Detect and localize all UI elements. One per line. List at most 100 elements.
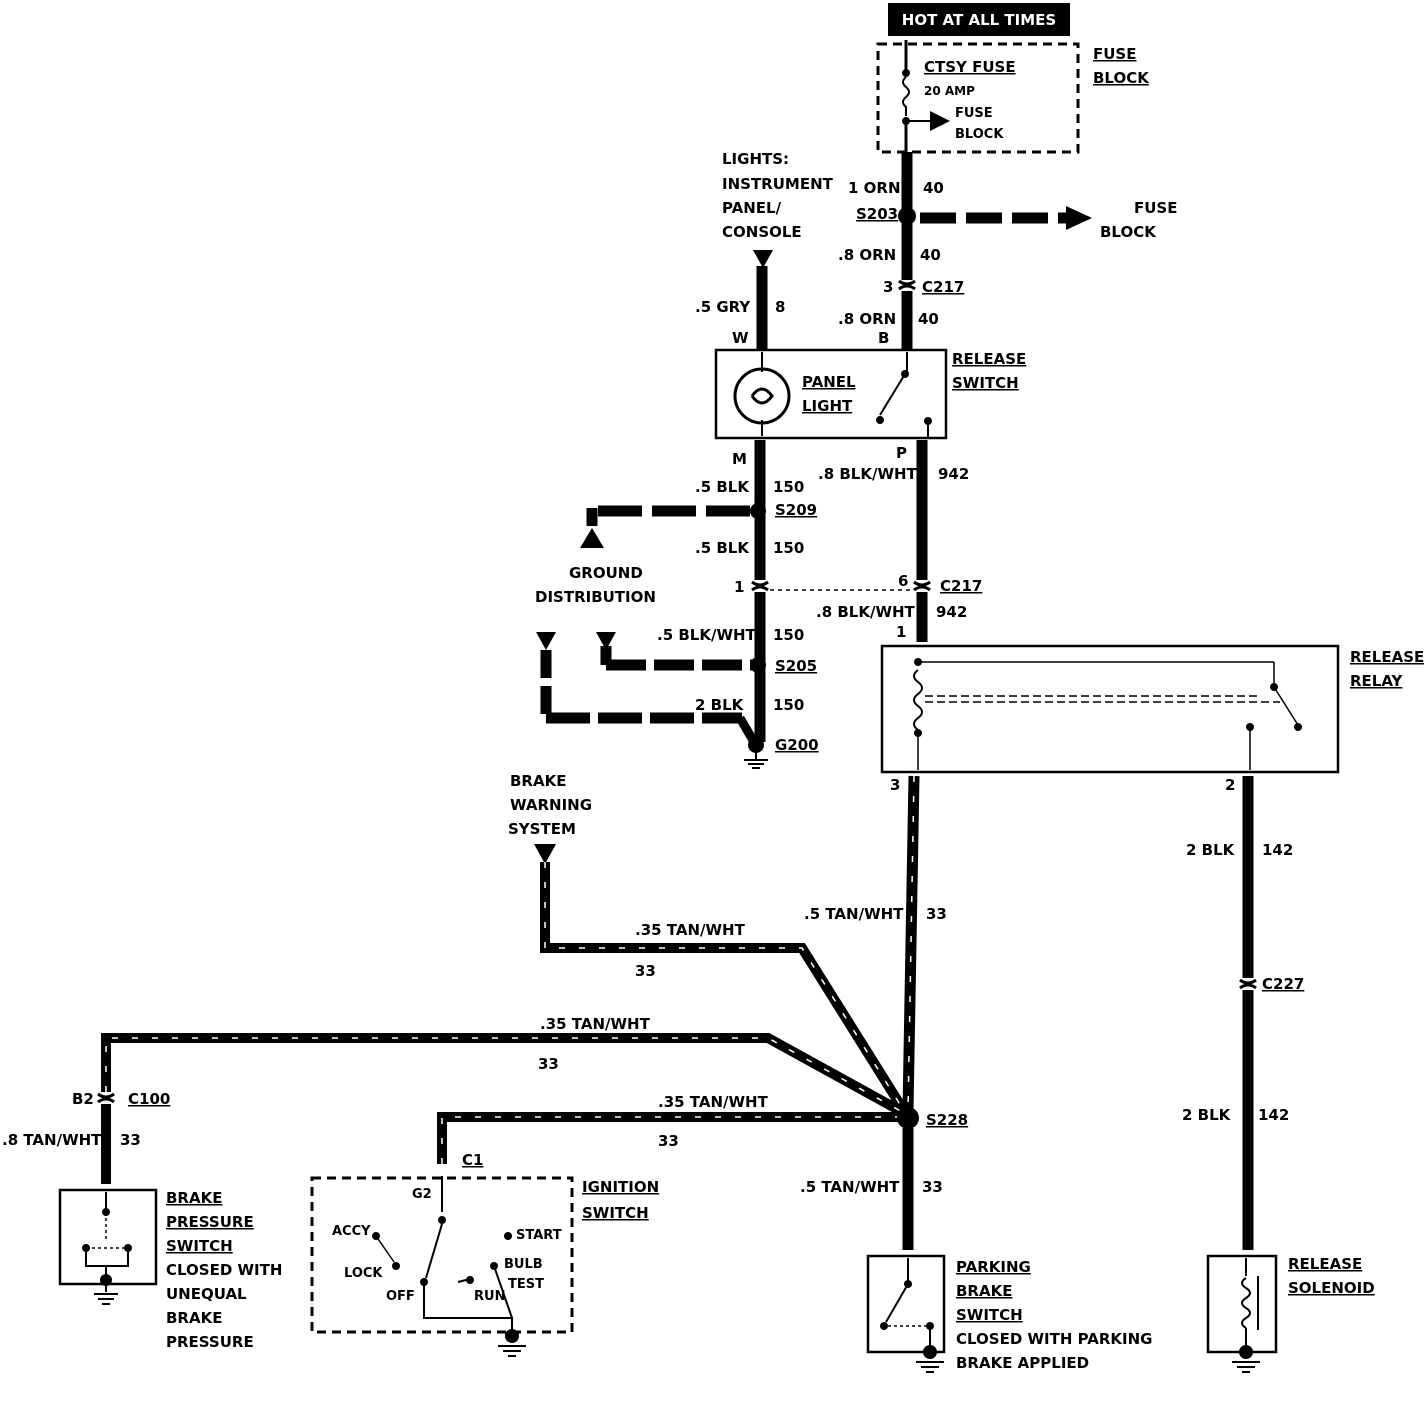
label-150-b: 150	[773, 539, 804, 557]
pressure-label-4: CLOSED WITH	[166, 1261, 282, 1279]
fuse-name: CTSY FUSE	[924, 58, 1016, 76]
pin-w: W	[732, 329, 749, 347]
release-switch-label-2: SWITCH	[952, 374, 1019, 392]
wire-circuit-942	[770, 440, 931, 642]
splice-s203-dot	[898, 207, 916, 225]
brake-pressure-switch	[58, 1188, 158, 1305]
label-c217-a: C217	[922, 278, 964, 296]
panel-light-label-1: PANEL	[802, 373, 856, 391]
label-942-b: 942	[936, 603, 967, 621]
ignition-label-2: SWITCH	[582, 1204, 649, 1222]
ignition-start: START	[516, 1228, 562, 1243]
parking-label-1: PARKING	[956, 1258, 1031, 1276]
release-solenoid	[1206, 1254, 1278, 1373]
label-142-a: 142	[1262, 841, 1293, 859]
label-s209: S209	[775, 501, 817, 519]
ignition-off: OFF	[386, 1289, 415, 1304]
label-40-b: 40	[920, 246, 941, 264]
label-c100: C100	[128, 1090, 170, 1108]
ignition-pin-g2: G2	[412, 1187, 432, 1202]
release-switch-label-1: RELEASE	[952, 350, 1026, 368]
fuse-block-ref-1: FUSE	[1134, 199, 1177, 217]
c217-b-pin-left: 1	[734, 578, 744, 596]
fuse-block: CTSY FUSE 20 AMP FUSE BLOCK FUSE BLOCK	[876, 40, 1150, 154]
label-5-gry: .5 GRY	[695, 298, 751, 316]
fuse-block-title-2: BLOCK	[1093, 69, 1150, 87]
lights-label-1: LIGHTS:	[722, 150, 789, 168]
fuse-symbol	[902, 76, 910, 116]
label-8: 8	[775, 298, 785, 316]
parking-label-5: BRAKE APPLIED	[956, 1354, 1089, 1372]
label-33-b: 33	[635, 962, 656, 980]
c100-pin-b2: B2	[72, 1090, 94, 1108]
brake-warning-label-2: WARNING	[510, 796, 592, 814]
label-c227: C227	[1262, 975, 1304, 993]
label-33-a: 33	[926, 905, 947, 923]
label-s228: S228	[926, 1111, 968, 1129]
pressure-label-2: PRESSURE	[166, 1213, 254, 1231]
label-2-blk-c: 2 BLK	[1182, 1106, 1232, 1124]
label-35-tan-wht-a: .35 TAN/WHT	[635, 921, 746, 939]
wire-circuit-40	[898, 152, 1092, 350]
fuse-block-title-1: FUSE	[1093, 45, 1136, 63]
pressure-label-3: SWITCH	[166, 1237, 233, 1255]
panel-light-bulb	[733, 367, 791, 425]
label-40-a: 40	[923, 179, 944, 197]
label-5-blk-a: .5 BLK	[695, 478, 750, 496]
pressure-label-6: BRAKE	[166, 1309, 222, 1327]
brake-warning-arrow	[534, 844, 556, 864]
label-s205: S205	[775, 657, 817, 675]
lights-label-2: INSTRUMENT	[722, 175, 834, 193]
label-33-e: 33	[120, 1131, 141, 1149]
parking-label-4: CLOSED WITH PARKING	[956, 1330, 1153, 1348]
pressure-label-7: PRESSURE	[166, 1333, 254, 1351]
label-8-orn-b: .8 ORN	[838, 310, 896, 328]
label-150-d: 150	[773, 696, 804, 714]
label-8-orn-a: .8 ORN	[838, 246, 896, 264]
relay-pin-2: 2	[1225, 776, 1235, 794]
label-33-d: 33	[658, 1132, 679, 1150]
ground-distribution-arrow	[580, 528, 604, 548]
wire-circuit-33	[97, 775, 920, 1250]
hot-at-all-times-label: HOT AT ALL TIMES	[902, 11, 1056, 29]
c217-b-pin-right: 6	[898, 572, 908, 590]
brake-warning-label-3: SYSTEM	[508, 820, 576, 838]
label-5-tan-wht-b: .5 TAN/WHT	[800, 1178, 900, 1196]
ignition-accy: ACCY	[332, 1224, 371, 1239]
panel-light-label-2: LIGHT	[802, 397, 853, 415]
label-150-a: 150	[773, 478, 804, 496]
wire-circuit-142	[1239, 776, 1257, 1250]
label-142-b: 142	[1258, 1106, 1289, 1124]
panel-module	[714, 348, 948, 440]
label-8-blk-wht-a: .8 BLK/WHT	[818, 465, 918, 483]
label-c217-pin-3: 3	[883, 278, 893, 296]
parking-label-3: SWITCH	[956, 1306, 1023, 1324]
relay-coil	[913, 669, 923, 731]
label-942-a: 942	[938, 465, 969, 483]
hot-at-all-times-banner: HOT AT ALL TIMES	[888, 3, 1070, 36]
fuse-block-ref-2: BLOCK	[1100, 223, 1157, 241]
label-2-blk-b: 2 BLK	[1186, 841, 1236, 859]
pressure-label-5: UNEQUAL	[166, 1285, 247, 1303]
ground-distribution-1: GROUND	[569, 564, 643, 582]
fuse-branch-1: FUSE	[955, 106, 993, 121]
lights-label-3: PANEL/	[722, 199, 782, 217]
ground-distribution-2: DISTRIBUTION	[535, 588, 656, 606]
label-c1: C1	[462, 1151, 483, 1169]
label-5-blk-b: .5 BLK	[695, 539, 750, 557]
fuse-block-arrow	[1066, 206, 1092, 230]
label-1-orn: 1 ORN	[848, 179, 901, 197]
pin-p: P	[896, 444, 907, 462]
label-8-blk-wht-b: .8 BLK/WHT	[816, 603, 916, 621]
pressure-label-1: BRAKE	[166, 1189, 222, 1207]
label-40-c: 40	[918, 310, 939, 328]
parking-brake-switch	[866, 1254, 946, 1373]
label-33-f: 33	[922, 1178, 943, 1196]
ignition-label-1: IGNITION	[582, 1178, 659, 1196]
label-150-c: 150	[773, 626, 804, 644]
label-s203: S203	[856, 205, 898, 223]
ignition-lock: LOCK	[344, 1266, 383, 1281]
label-5-blk-wht: .5 BLK/WHT	[657, 626, 757, 644]
parking-label-2: BRAKE	[956, 1282, 1012, 1300]
